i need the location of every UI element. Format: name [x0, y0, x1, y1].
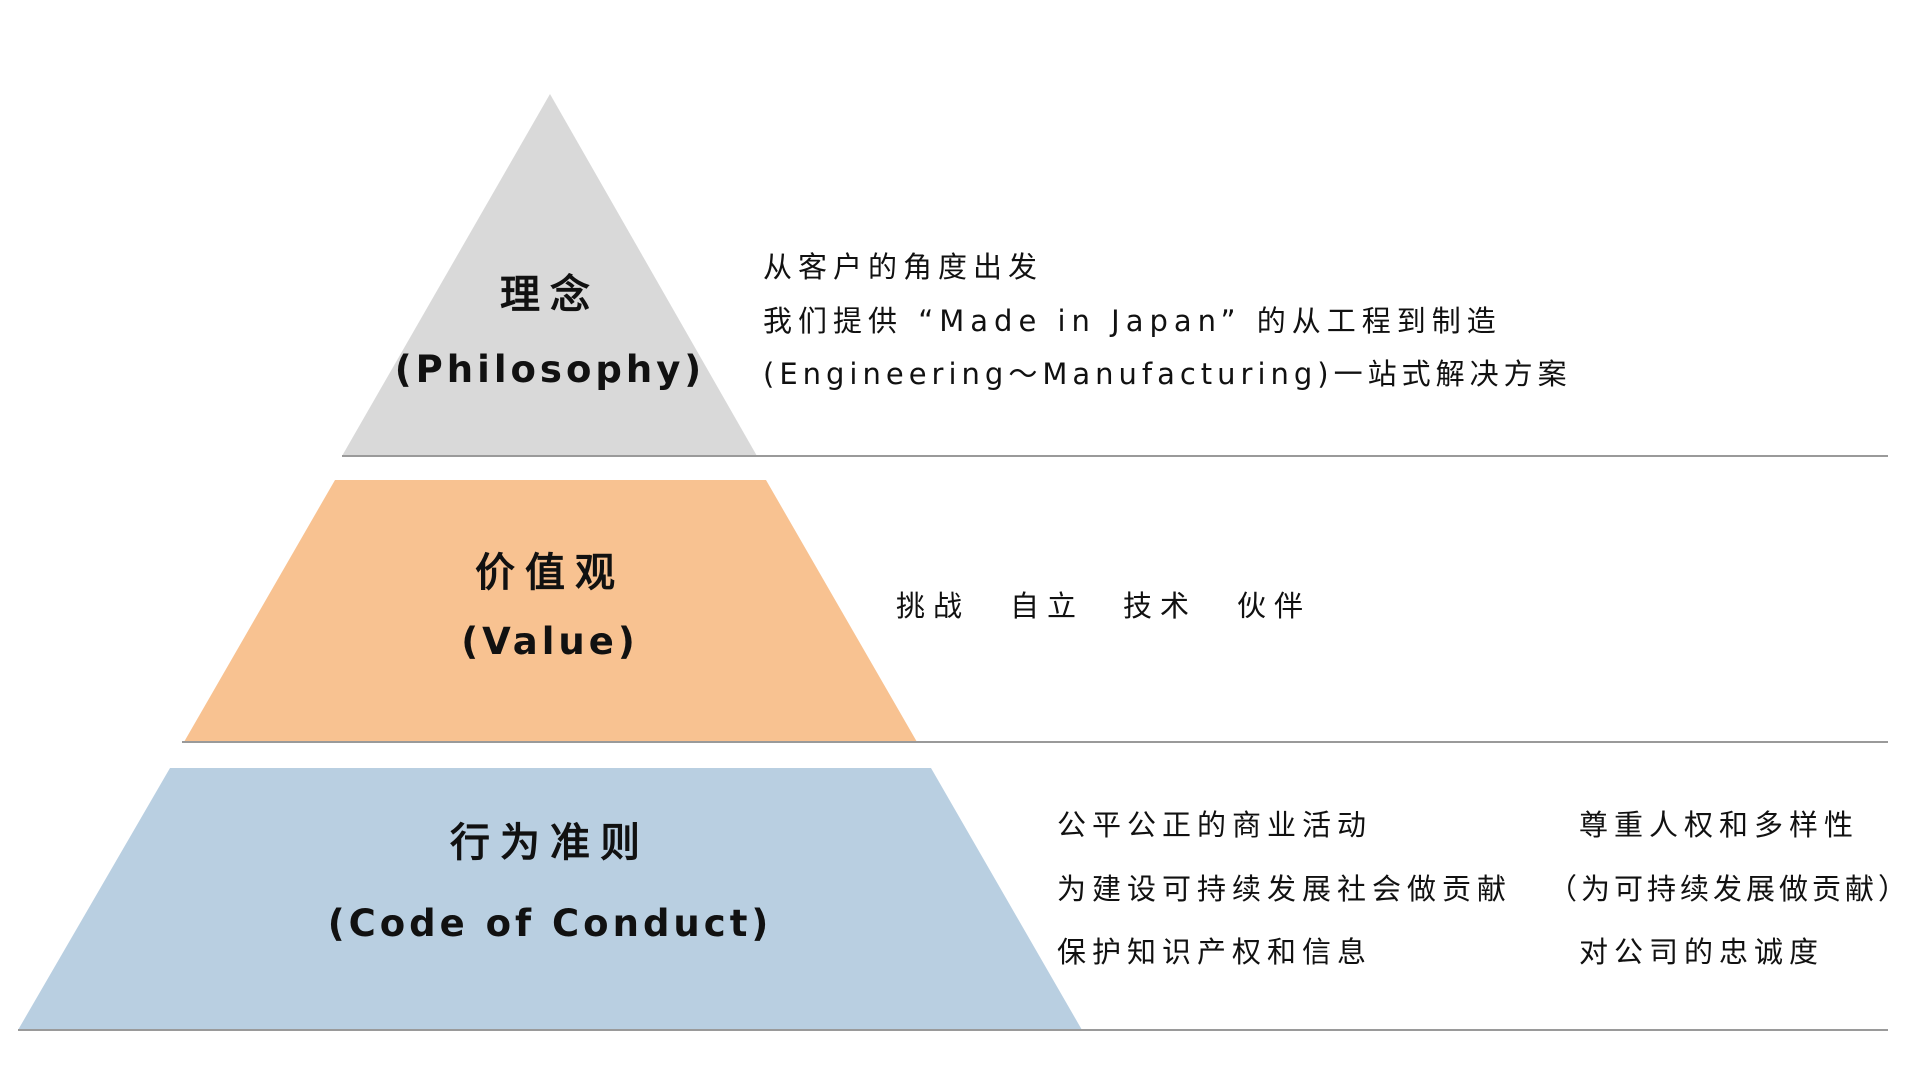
conduct-title-en: (Code of Conduct): [327, 902, 773, 945]
conduct-right-item-1: 尊重人权和多样性: [1579, 808, 1860, 842]
conduct-right-item-3: 对公司的忠诚度: [1579, 935, 1825, 969]
value-tier-shape: [184, 480, 917, 742]
conduct-left-item-2: 为建设可持续发展社会做贡献: [1057, 872, 1513, 906]
value-title-zh: 价值观: [475, 550, 625, 596]
philosophy-title-zh: 理念: [500, 272, 600, 318]
philosophy-line-1: 从客户的角度出发: [763, 250, 1044, 284]
value-separator-line: [182, 741, 1888, 743]
value-item-technology: 技术: [1123, 589, 1198, 623]
philosophy-tier-shape: [342, 94, 757, 456]
conduct-title: 行为准则 (Code of Conduct): [280, 810, 820, 945]
value-item-challenge: 挑战: [896, 589, 971, 623]
value-item-partner: 伙伴: [1237, 589, 1312, 623]
philosophy-line-3: (Engineering～Manufacturing)一站式解决方案: [763, 357, 1572, 391]
philosophy-title: 理念 (Philosophy): [370, 262, 730, 391]
conduct-separator-line: [18, 1029, 1888, 1031]
conduct-left-item-3: 保护知识产权和信息: [1057, 935, 1373, 969]
value-item-independence: 自立: [1010, 589, 1085, 623]
conduct-tier-shape: [18, 768, 1082, 1030]
philosophy-separator-line: [342, 455, 1888, 457]
value-title-en: (Value): [461, 620, 639, 663]
philosophy-line-2: 我们提供 “Made in Japan” 的从工程到制造: [763, 304, 1502, 338]
conduct-right-item-2: （为可持续发展做贡献）: [1548, 872, 1912, 906]
philosophy-title-en: (Philosophy): [394, 348, 706, 391]
value-title: 价值观 (Value): [370, 540, 730, 663]
conduct-left-item-1: 公平公正的商业活动: [1057, 808, 1373, 842]
conduct-title-zh: 行为准则: [450, 820, 650, 866]
